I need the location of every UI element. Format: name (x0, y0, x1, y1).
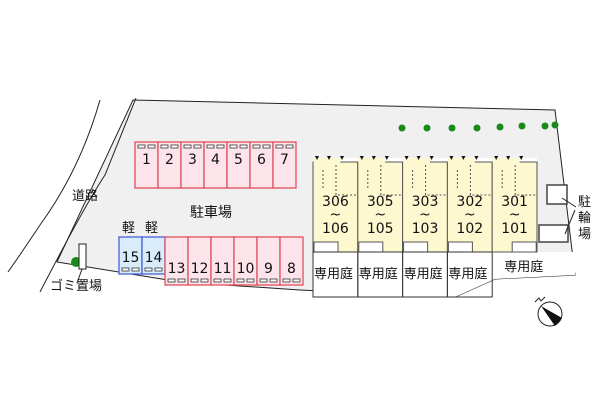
tree-icon (448, 124, 456, 132)
tree-icon (423, 124, 431, 132)
parking-label: 駐車場 (190, 205, 232, 221)
parking-space-8 (279, 236, 304, 286)
unit-lower-number: 102 (456, 221, 484, 237)
parking-number: 11 (213, 261, 232, 277)
private-garden-label: 専用庭 (504, 260, 544, 275)
private-garden-label: 専用庭 (448, 267, 488, 282)
tree-icon (541, 122, 549, 130)
unit-upper-number: 306 (322, 194, 349, 210)
kei-label-15: 軽 (122, 221, 136, 236)
unit-106 (312, 161, 359, 253)
garbage-label: ゴミ置場 (50, 279, 103, 294)
parking-number: 1 (142, 152, 151, 168)
tree-icon (398, 124, 406, 132)
parking-number: 10 (236, 261, 255, 277)
parking-number: 3 (188, 152, 197, 168)
unit-upper-number: 301 (501, 194, 528, 210)
private-garden-label: 専用庭 (314, 267, 354, 282)
unit-lower-number: 105 (366, 221, 394, 237)
parking-number: 14 (144, 250, 163, 266)
road-edge-west (7, 99, 101, 273)
parking-number: 8 (287, 261, 296, 277)
kei-label-14: 軽 (145, 221, 159, 236)
north-arrow-icon (534, 296, 563, 327)
range-mark: ~ (463, 207, 476, 223)
parking-space-7 (272, 141, 297, 189)
private-garden-label: 専用庭 (403, 267, 443, 282)
unit-102 (446, 161, 493, 253)
unit-lower-number: 101 (501, 221, 528, 237)
parking-number: 2 (165, 152, 174, 168)
unit-101 (491, 161, 538, 253)
unit-lower-number: 106 (322, 221, 349, 237)
parking-number: 15 (121, 250, 140, 266)
tree-icon (551, 121, 559, 129)
road-label: 道路 (72, 189, 99, 204)
range-mark: ~ (374, 207, 387, 223)
bike-box-2 (538, 224, 569, 243)
unit-upper-number: 305 (366, 194, 394, 210)
range-mark: ~ (329, 207, 342, 223)
parking-number: 5 (234, 152, 243, 168)
bike-parking-label: 駐輪場 (578, 195, 592, 242)
unit-upper-number: 303 (411, 194, 439, 210)
unit-lower-number: 103 (411, 221, 439, 237)
parking-number: 7 (280, 152, 289, 168)
parking-number: 9 (264, 261, 273, 277)
bike-box-1 (546, 184, 568, 205)
tree-icon (473, 124, 481, 132)
parking-number: 6 (257, 152, 266, 168)
parking-number: 13 (167, 261, 186, 277)
range-mark: ~ (508, 207, 521, 223)
private-garden-label: 専用庭 (358, 267, 398, 282)
tree-icon (496, 123, 504, 131)
road-edge-east (39, 97, 137, 293)
garbage-box (78, 243, 87, 270)
range-mark: ~ (419, 207, 431, 223)
unit-upper-number: 302 (456, 194, 484, 210)
tree-icon (518, 122, 526, 130)
parking-number: 12 (190, 261, 209, 277)
parking-number: 4 (211, 152, 220, 168)
